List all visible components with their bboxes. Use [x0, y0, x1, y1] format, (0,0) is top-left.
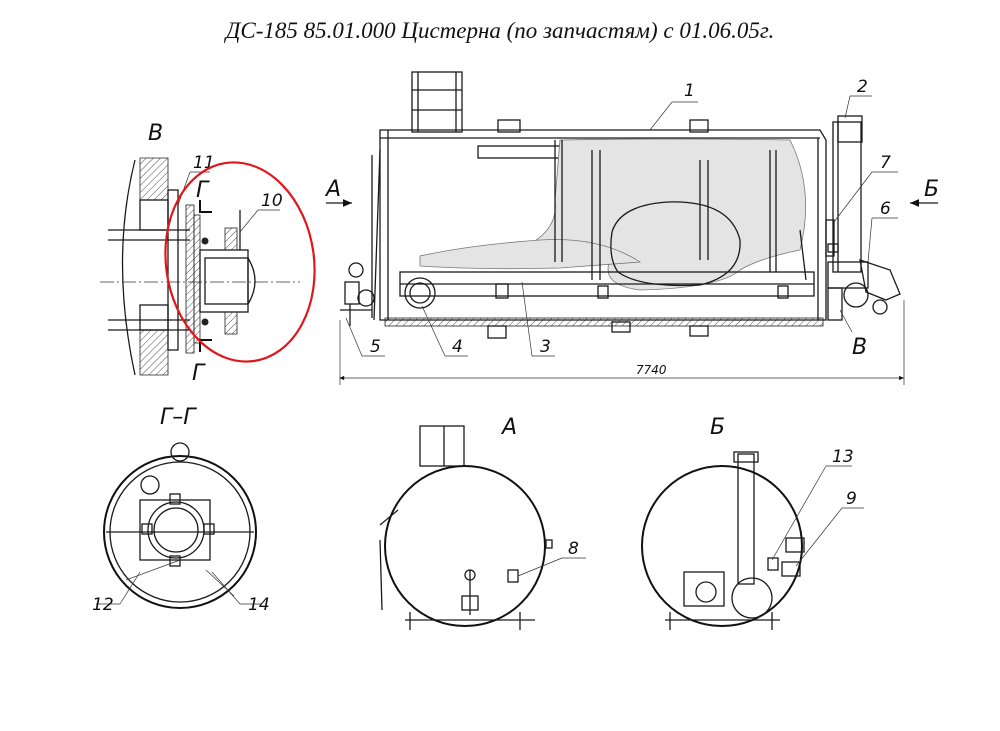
callout-1: 1 [684, 81, 695, 101]
cut-mark-g-top: Г [196, 178, 210, 203]
callout-10: 10 [261, 191, 283, 211]
detail-view-v: В Г Г 11 10 [100, 121, 316, 386]
view-a-label: А [500, 415, 517, 440]
view-b-label: Б [710, 415, 725, 440]
callout-2: 2 [857, 77, 868, 97]
drawing-title: ДС-185 85.01.000 Цистерна (по запчастям)… [225, 18, 775, 43]
insulation-bottom [139, 329, 169, 376]
section-label: Г–Г [160, 405, 197, 430]
callout-4: 4 [452, 337, 463, 357]
arrow-a-label: А [324, 177, 341, 202]
view-a: А 8 [379, 415, 586, 630]
highlight-ellipse [164, 161, 316, 363]
view-mark-v: В [852, 335, 867, 360]
overall-length-dimension: 7740 [636, 363, 667, 377]
main-side-view: А Б [324, 71, 939, 385]
detail-view-label: В [148, 121, 163, 146]
callout-9: 9 [846, 489, 857, 509]
section-g-g: Г–Г 12 14 [92, 405, 270, 615]
callout-6: 6 [880, 199, 891, 219]
callout-13: 13 [832, 447, 854, 467]
arrow-b-label: Б [924, 177, 939, 202]
insulation-top [139, 157, 169, 201]
callout-5: 5 [370, 337, 381, 357]
callout-7: 7 [880, 153, 891, 173]
callout-12: 12 [92, 595, 114, 615]
cut-mark-g-bottom: Г [192, 361, 206, 386]
view-b: Б 13 9 [641, 415, 864, 630]
callout-14: 14 [248, 595, 270, 615]
callout-3: 3 [540, 337, 551, 357]
tank-wall-curve [121, 159, 136, 376]
callout-8: 8 [568, 539, 579, 559]
